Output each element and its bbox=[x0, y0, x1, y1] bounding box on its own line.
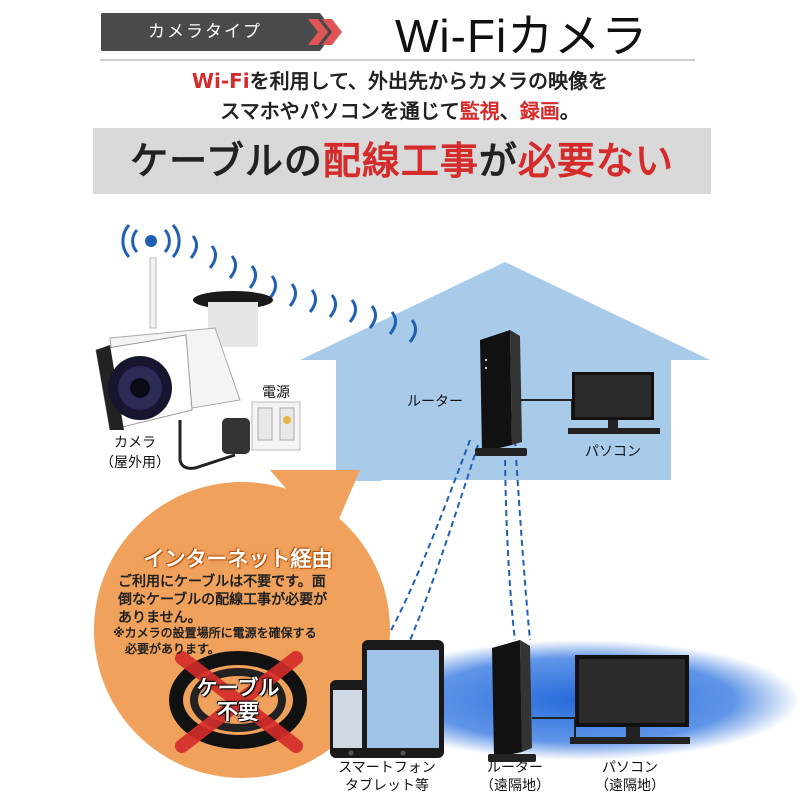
remote-pc bbox=[570, 655, 690, 744]
cross-mark-icon bbox=[175, 651, 303, 753]
cable-not-needed-label: ケーブル 不要 bbox=[196, 676, 280, 724]
camera-type-badge: カメラタイプ bbox=[101, 13, 309, 51]
power-outlet bbox=[251, 401, 301, 451]
description-line-1: Wi-Fiを利用して、外出先からカメラの映像を bbox=[191, 69, 609, 93]
callout-text: ご利用にケーブルは不要です。面 倒なケーブルの配線工事が必要が ありません。 bbox=[118, 574, 328, 626]
callout-note: ※カメラの設置場所に電源を確保する 必要があります。 bbox=[113, 626, 317, 656]
network-diagram bbox=[94, 224, 800, 778]
headline-banner: ケーブルの配線工事が必要ない bbox=[93, 128, 711, 194]
camera-label: カメラ （屋外用） bbox=[100, 435, 170, 471]
power-label: 電源 bbox=[262, 385, 290, 401]
remote-connection-waves bbox=[379, 439, 531, 653]
remote-pc-label: パソコン （遠隔地） bbox=[595, 760, 665, 794]
smartphone-label: スマートフォン タブレット等 bbox=[338, 760, 436, 794]
double-chevron-icon bbox=[290, 13, 342, 51]
callout-title: インターネット経由 bbox=[143, 547, 333, 571]
callout-bubble bbox=[94, 470, 390, 778]
camera-device bbox=[95, 257, 273, 470]
router-label: ルーター bbox=[407, 394, 463, 410]
wifi-signal-icon bbox=[121, 224, 181, 258]
header-divider bbox=[100, 59, 695, 61]
description: Wi-Fiを利用して、外出先からカメラの映像を スマホやパソコンを通じて監視、録… bbox=[95, 66, 705, 126]
tablet-device bbox=[362, 640, 444, 758]
home-pc bbox=[568, 372, 660, 434]
description-line-2: スマホやパソコンを通じて監視、録画。 bbox=[220, 99, 580, 123]
wifi-waves bbox=[189, 235, 417, 343]
remote-router-label: ルーター （遠隔地） bbox=[480, 760, 550, 794]
remote-router-device bbox=[488, 640, 536, 762]
pc-label: パソコン bbox=[585, 444, 641, 460]
cable-icon bbox=[169, 651, 307, 749]
router-device bbox=[475, 330, 527, 456]
page-title: Wi-Fiカメラ bbox=[395, 10, 649, 62]
